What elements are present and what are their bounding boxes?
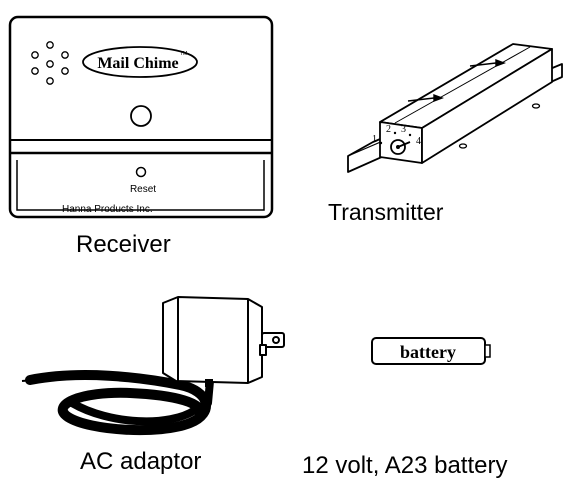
reset-button bbox=[135, 166, 147, 178]
dial-position-4: 4 bbox=[416, 136, 421, 147]
direction-arrows bbox=[407, 58, 506, 103]
dial-position-1: 1 bbox=[372, 134, 377, 145]
maker-label: Hanna Products Inc. bbox=[62, 204, 153, 215]
power-cord bbox=[25, 370, 214, 436]
chime-button bbox=[130, 105, 152, 127]
battery-terminal bbox=[484, 344, 491, 358]
brand-text: Mail Chime bbox=[97, 55, 178, 72]
receiver-drawing: Mail Chime TM Reset Hanna Products Inc. bbox=[8, 15, 274, 219]
adaptor-block bbox=[162, 296, 263, 384]
transmitter-drawing: 1 2 3 4 bbox=[347, 43, 563, 173]
adaptor-caption: AC adaptor bbox=[80, 448, 202, 475]
receiver-caption: Receiver bbox=[76, 231, 171, 258]
ac-adaptor-drawing bbox=[21, 296, 285, 436]
battery-caption: 12 volt, A23 battery bbox=[302, 452, 508, 479]
dial-position-3: 3 bbox=[401, 124, 406, 135]
trademark-mark: TM bbox=[180, 51, 187, 57]
speaker-grille bbox=[31, 41, 69, 85]
mounting-hole bbox=[458, 143, 468, 149]
mail-chime-logo bbox=[82, 46, 198, 78]
battery-drawing: battery bbox=[371, 337, 491, 365]
battery-label: battery bbox=[400, 342, 456, 362]
dial-position-2: 2 bbox=[386, 124, 391, 135]
transmitter-caption: Transmitter bbox=[328, 199, 444, 225]
mounting-hole bbox=[531, 103, 541, 109]
reset-label: Reset bbox=[130, 184, 156, 195]
